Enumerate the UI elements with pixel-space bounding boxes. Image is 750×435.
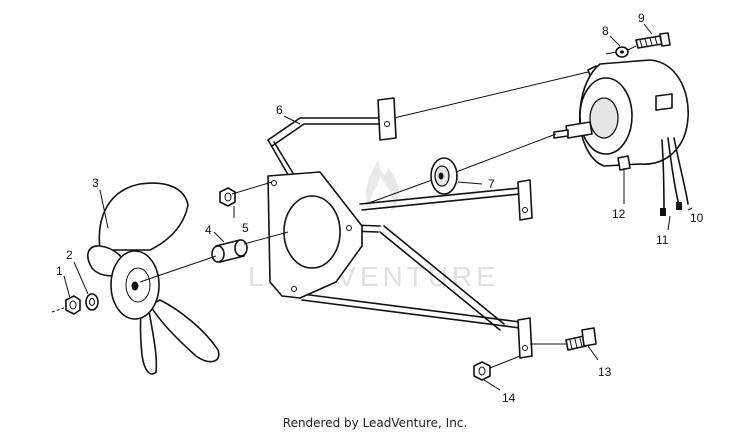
screw-part-13 <box>565 327 597 351</box>
callout-8: 8 <box>602 24 609 38</box>
spacer-part <box>211 239 248 263</box>
callout-12: 12 <box>612 207 626 221</box>
callout-5: 5 <box>242 221 249 235</box>
callout-14: 14 <box>502 391 516 405</box>
motor-part <box>553 59 689 216</box>
washer-part-8 <box>615 46 629 58</box>
washer-part <box>85 293 99 311</box>
callout-7: 7 <box>488 177 495 191</box>
nut-part-14 <box>473 361 491 381</box>
callout-9: 9 <box>638 11 645 25</box>
grommet-part <box>430 157 458 195</box>
callout-11: 11 <box>656 233 669 247</box>
footer-credit: Rendered by LeadVenture, Inc. <box>282 416 468 430</box>
callout-6: 6 <box>276 103 283 117</box>
callout-2: 2 <box>66 248 73 262</box>
callout-4: 4 <box>205 223 212 237</box>
callout-10: 10 <box>690 211 704 225</box>
bracket-part <box>267 97 533 359</box>
screw-part-9 <box>635 32 671 49</box>
assembly-lines <box>139 45 637 369</box>
callout-13: 13 <box>598 365 612 379</box>
callouts: 1 2 3 4 5 6 7 8 9 10 11 12 13 14 <box>56 11 704 405</box>
fan-blade-part <box>87 182 220 375</box>
nut-part <box>65 295 81 315</box>
nut-part-5 <box>219 187 236 207</box>
callout-1: 1 <box>56 264 63 278</box>
callout-3: 3 <box>92 176 99 190</box>
flame-logo-icon <box>365 160 399 212</box>
